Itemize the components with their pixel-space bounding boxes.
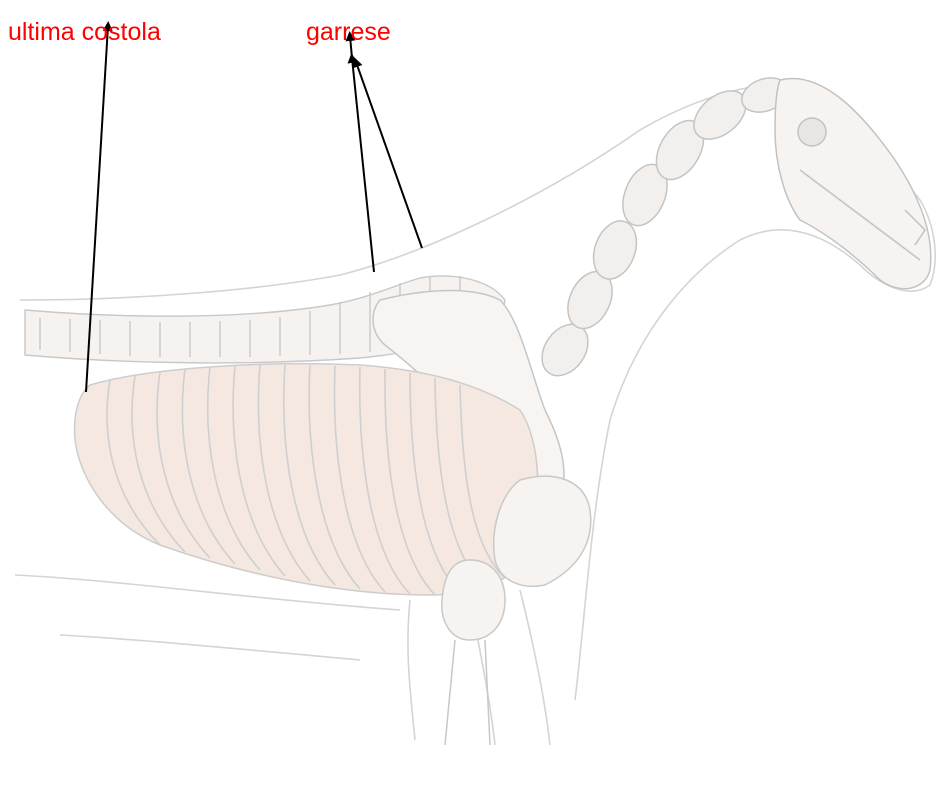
- withers-label: garrese: [306, 20, 391, 45]
- last-rib-label: ultima costola: [8, 20, 161, 45]
- withers-arrow-2: [356, 62, 422, 248]
- skull: [775, 78, 931, 288]
- withers-arrow-1: [352, 58, 374, 272]
- neck-vertebrae: [533, 72, 793, 385]
